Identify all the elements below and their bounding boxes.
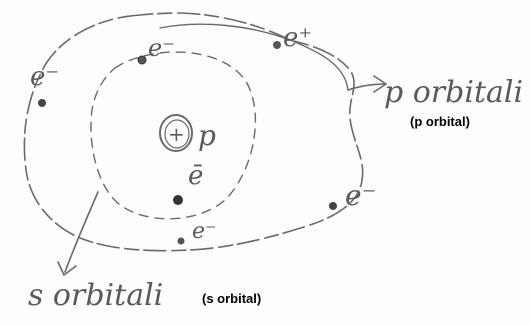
electron-label: e⁻: [345, 179, 376, 212]
p-orbital-printed-label: (p orbital): [410, 114, 470, 129]
s-orbital-handwritten-label: s orbitali: [28, 278, 163, 313]
nucleus-charge: +: [168, 122, 185, 146]
electron-label: e⁻: [148, 34, 175, 62]
electron-dot: [273, 41, 281, 49]
electron-dot: [173, 195, 183, 205]
inner-orbit: [90, 51, 257, 220]
p-orbital-arrow: [347, 83, 385, 91]
nucleus-proton-label: p: [198, 119, 216, 152]
s-orbital-printed-label: (s orbital): [202, 291, 261, 306]
s-orbital-arrow: [64, 191, 99, 273]
electron-dot: [38, 99, 46, 107]
p-orbital-arrowhead: [373, 75, 387, 93]
electron-dot: [137, 55, 147, 65]
electron-label: e⁺: [283, 23, 312, 53]
nucleus-circle-inner: [164, 119, 190, 149]
electron-label: e⁻: [192, 219, 217, 244]
electron-dot: [329, 202, 337, 210]
s-orbital-arrowhead: [57, 261, 77, 276]
electron-label: e⁻: [30, 62, 59, 92]
nucleus-circle: [159, 114, 193, 152]
electron-dot: [177, 237, 185, 245]
electron-label: ē: [188, 161, 203, 191]
p-orbital-handwritten-label: p orbitali: [384, 75, 523, 110]
p-orbital-lobe: [159, 23, 349, 91]
